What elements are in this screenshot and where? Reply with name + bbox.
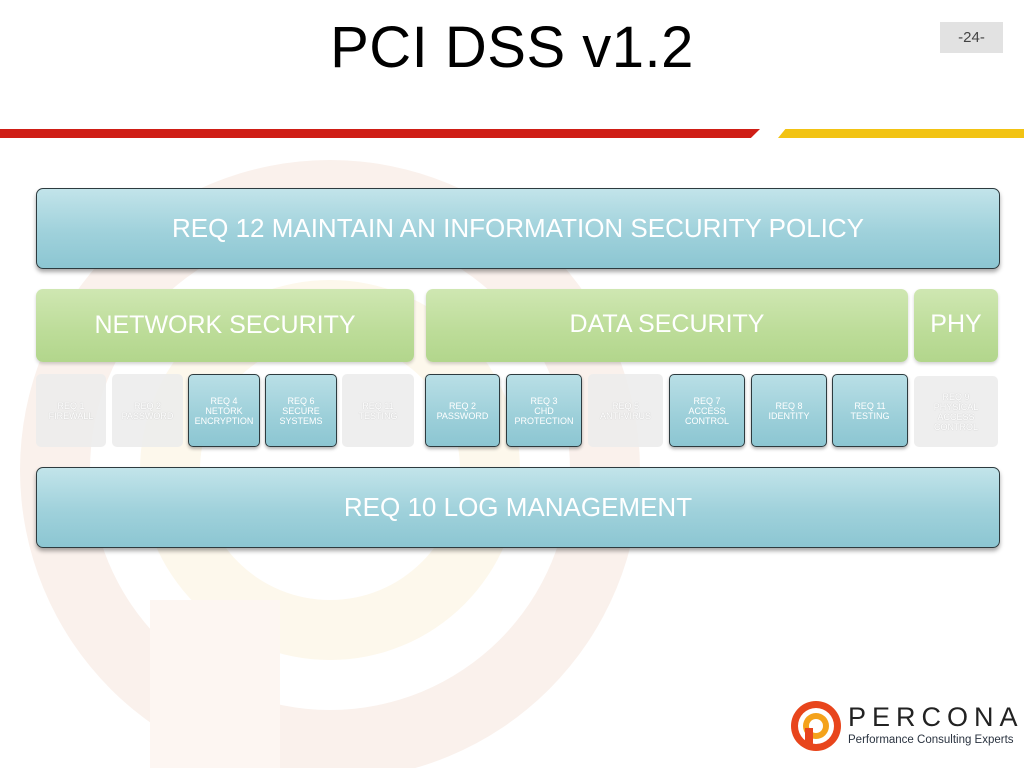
- req-label: REQ 5 ANTI-VIRUS: [599, 400, 651, 421]
- req-label: REQ 11 TESTING: [358, 400, 398, 421]
- req-box-identity: REQ 8 IDENTITY: [751, 374, 827, 447]
- req-box-network-encryption: REQ 4 NETORK ENCRYPTION: [188, 374, 260, 447]
- req12-policy-bar: REQ 12 MAINTAIN AN INFORMATION SECURITY …: [36, 188, 1000, 269]
- category-physical: PHY: [914, 289, 998, 362]
- req-label: REQ 2 PASSWORD: [121, 400, 174, 421]
- category-data-security: DATA SECURITY: [426, 289, 908, 362]
- req-label: REQ 4 NETORK ENCRYPTION: [194, 395, 254, 426]
- req-box-chd-protection: REQ 3 CHD PROTECTION: [506, 374, 582, 447]
- req-box-password-data: REQ 2 PASSWORD: [425, 374, 500, 447]
- category-network-security: NETWORK SECURITY: [36, 289, 414, 362]
- req-box-anti-virus: REQ 5 ANTI-VIRUS: [588, 374, 663, 447]
- req-label: REQ 1 FIREWALL: [48, 400, 94, 421]
- req-label: REQ 2 PASSWORD: [436, 400, 489, 421]
- req-box-testing-network: REQ 11 TESTING: [342, 374, 414, 447]
- red-stripe: [0, 129, 760, 138]
- percona-logo-icon: [791, 701, 841, 751]
- req-box-testing-data: REQ 11 TESTING: [832, 374, 908, 447]
- req-box-access-control: REQ 7 ACCESS CONTROL: [669, 374, 745, 447]
- yellow-stripe: [778, 129, 1024, 138]
- slide-title: PCI DSS v1.2: [330, 15, 694, 80]
- percona-logo: PERCONA Performance Consulting Experts: [790, 700, 1018, 752]
- req-box-physical-access: REQ 9 PHYSICAL ACCESS CONTROL: [914, 376, 998, 447]
- req-label: REQ 8 IDENTITY: [768, 400, 810, 421]
- logo-tagline: Performance Consulting Experts: [848, 734, 1014, 746]
- req-label: REQ 11 TESTING: [850, 400, 890, 421]
- slide-number: -24-: [940, 22, 1003, 53]
- req-label: REQ 6 SECURE SYSTEMS: [279, 395, 323, 426]
- req-label: REQ 9 PHYSICAL ACCESS CONTROL: [933, 391, 979, 432]
- req-box-firewall: REQ 1 FIREWALL: [36, 374, 106, 447]
- req-box-secure-systems: REQ 6 SECURE SYSTEMS: [265, 374, 337, 447]
- req-box-password-network: REQ 2 PASSWORD: [112, 374, 183, 447]
- logo-wordmark: PERCONA: [848, 702, 1024, 732]
- req10-log-management-bar: REQ 10 LOG MANAGEMENT: [36, 467, 1000, 548]
- req-label: REQ 7 ACCESS CONTROL: [684, 395, 729, 426]
- req-label: REQ 3 CHD PROTECTION: [514, 395, 574, 426]
